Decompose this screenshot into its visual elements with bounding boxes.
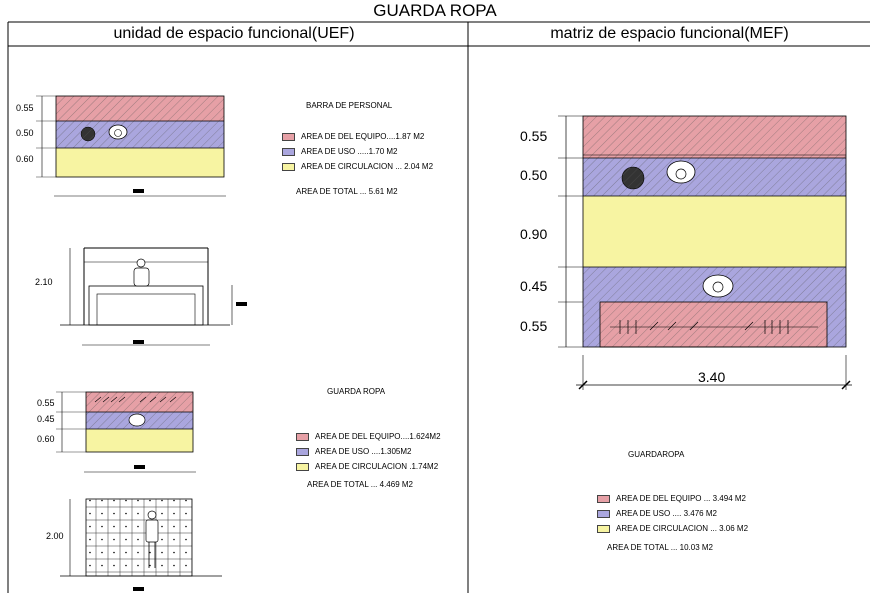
barra-total: AREA DE TOTAL ... 5.61 M2	[296, 187, 398, 196]
barra-dim-1: 0.55	[16, 103, 34, 113]
legend-label: AREA DE DEL EQUIPO....1.87 M2	[301, 132, 425, 141]
barra-legend-uso: AREA DE USO .....1.70 M2	[282, 144, 433, 159]
matriz-total: AREA DE TOTAL ... 10.03 M2	[607, 543, 713, 552]
legend-label: AREA DE CIRCULACION .1.74M2	[315, 462, 439, 471]
guarda-total: AREA DE TOTAL ... 4.469 M2	[307, 480, 413, 489]
equipo-swatch	[597, 494, 610, 503]
matriz-legend: AREA DE DEL EQUIPO ... 3.494 M2 AREA DE …	[597, 491, 748, 536]
guarda-dim-2: 0.45	[37, 414, 55, 424]
guarda-legend-circulacion: AREA DE CIRCULACION .1.74M2	[296, 459, 441, 474]
matriz-dim-5: 0.55	[520, 318, 548, 334]
legend-label: AREA DE CIRCULACION ... 2.04 M2	[301, 162, 434, 171]
barra-elevation	[60, 247, 247, 346]
guarda-elevation	[60, 498, 222, 591]
matriz-dim-3: 0.90	[520, 226, 548, 242]
guarda-dim-3: 0.60	[37, 434, 55, 444]
circulacion-swatch	[282, 162, 295, 171]
uso-swatch	[296, 447, 309, 456]
barra-legend-circulacion: AREA DE CIRCULACION ... 2.04 M2	[282, 159, 433, 174]
barra-legend-equipo: AREA DE DEL EQUIPO....1.87 M2	[282, 129, 433, 144]
matriz-legend-circulacion: AREA DE CIRCULACION ... 3.06 M2	[597, 521, 748, 536]
guarda-legend: AREA DE DEL EQUIPO....1.624M2 AREA DE US…	[296, 429, 441, 474]
circulacion-swatch	[296, 462, 309, 471]
matriz-plan	[558, 115, 852, 390]
equipo-swatch	[282, 132, 295, 141]
guarda-elev-height: 2.00	[46, 531, 64, 541]
legend-label: AREA DE DEL EQUIPO ... 3.494 M2	[616, 494, 746, 503]
legend-label: AREA DE USO .....1.70 M2	[301, 147, 398, 156]
uso-swatch	[597, 509, 610, 518]
legend-label: AREA DE DEL EQUIPO....1.624M2	[315, 432, 441, 441]
guarda-legend-equipo: AREA DE DEL EQUIPO....1.624M2	[296, 429, 441, 444]
guarda-plan	[56, 391, 196, 473]
legend-label: AREA DE USO ....1.305M2	[315, 447, 412, 456]
matriz-heading: GUARDAROPA	[628, 450, 685, 459]
guarda-legend-uso: AREA DE USO ....1.305M2	[296, 444, 441, 459]
matriz-dim-4: 0.45	[520, 278, 548, 294]
guarda-dim-1: 0.55	[37, 398, 55, 408]
uef-header: unidad de espacio funcional(UEF)	[113, 25, 355, 42]
legend-label: AREA DE CIRCULACION ... 3.06 M2	[616, 524, 749, 533]
equipo-swatch	[296, 432, 309, 441]
matriz-legend-equipo: AREA DE DEL EQUIPO ... 3.494 M2	[597, 491, 748, 506]
page-title: GUARDA ROPA	[373, 1, 497, 20]
circulacion-swatch	[597, 524, 610, 533]
barra-plan	[36, 95, 226, 197]
matriz-legend-uso: AREA DE USO .... 3.476 M2	[597, 506, 748, 521]
barra-dim-2: 0.50	[16, 128, 34, 138]
barra-elev-height: 2.10	[35, 277, 53, 287]
mef-header: matriz de espacio funcional(MEF)	[550, 25, 789, 42]
matriz-dim-2: 0.50	[520, 167, 548, 183]
barra-legend: AREA DE DEL EQUIPO....1.87 M2 AREA DE US…	[282, 129, 433, 174]
barra-heading: BARRA DE PERSONAL	[306, 101, 393, 110]
matriz-width: 3.40	[698, 369, 726, 385]
uso-swatch	[282, 147, 295, 156]
matriz-dim-1: 0.55	[520, 128, 548, 144]
barra-dim-3: 0.60	[16, 154, 34, 164]
guarda-heading: GUARDA ROPA	[327, 387, 386, 396]
legend-label: AREA DE USO .... 3.476 M2	[616, 509, 717, 518]
